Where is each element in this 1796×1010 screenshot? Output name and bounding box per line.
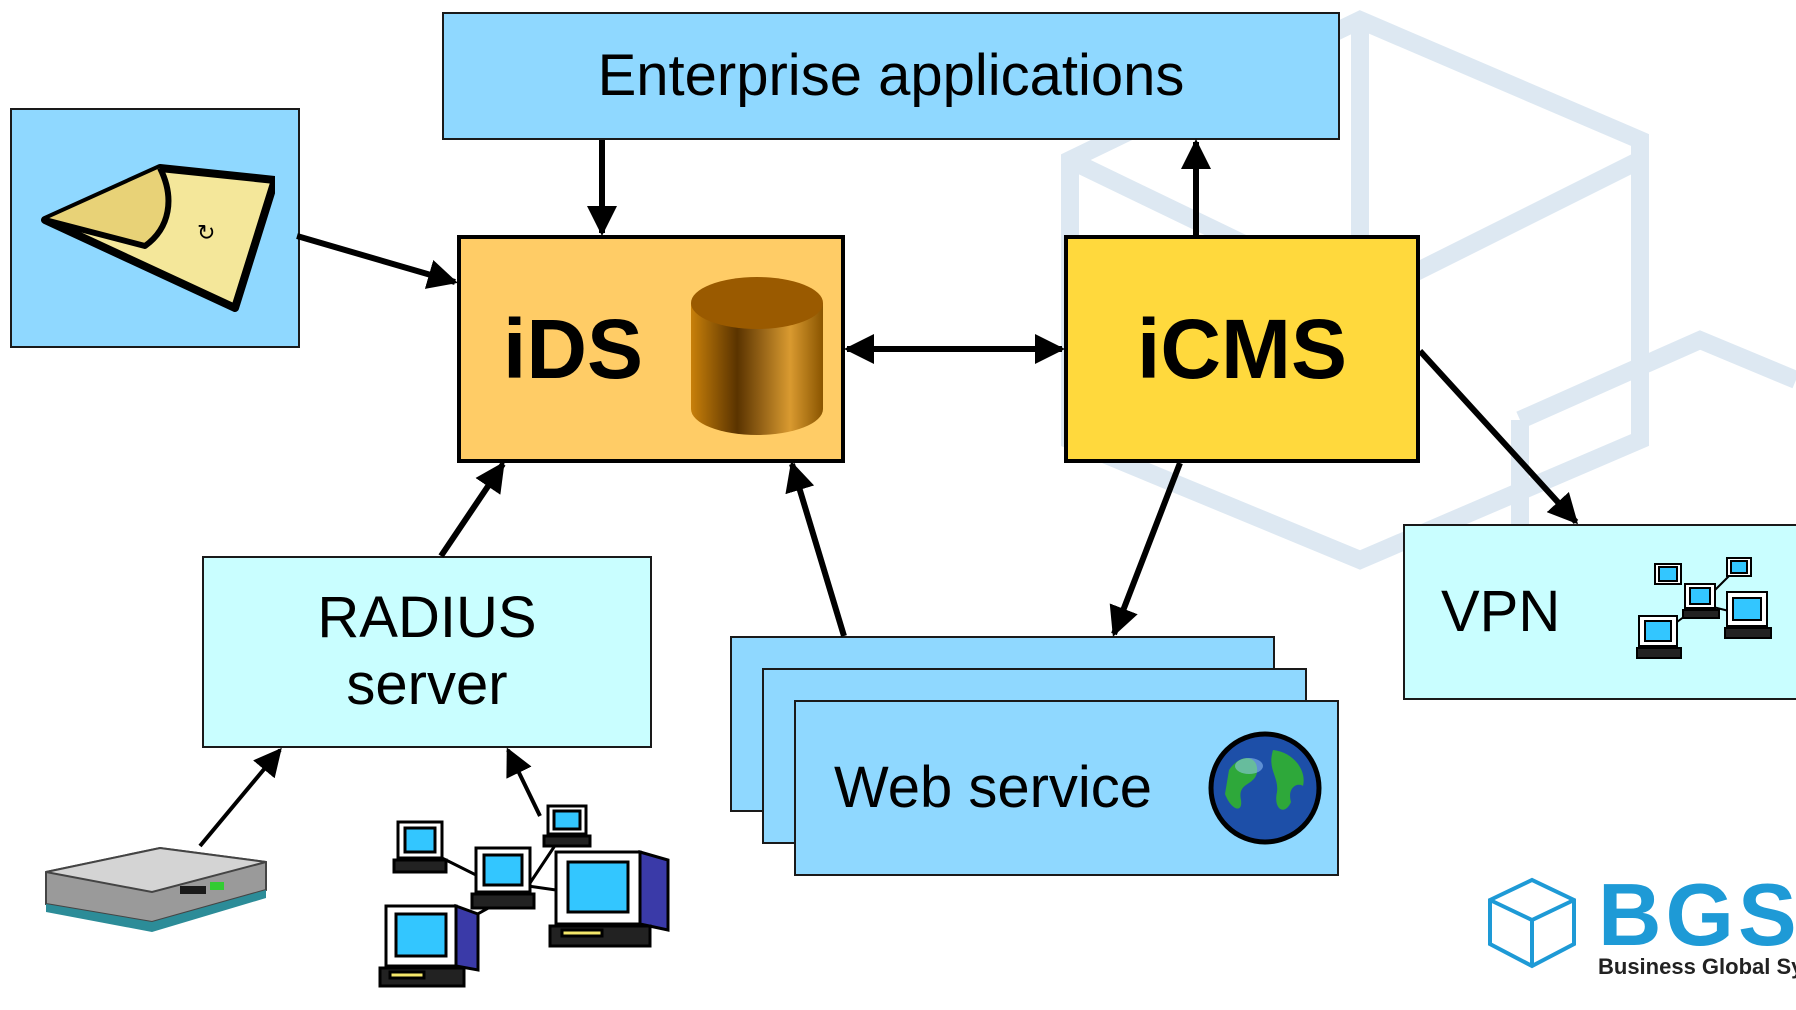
radius-label-line1: RADIUS <box>317 585 537 651</box>
ids-box[interactable]: iDS <box>457 235 845 463</box>
arrow-modem-to-radius <box>198 747 282 848</box>
radius-server-box[interactable]: RADIUS server <box>202 556 652 748</box>
vpn-label: VPN <box>1441 578 1561 644</box>
svg-text:↻: ↻ <box>197 221 215 246</box>
bgs-cube-logo-icon <box>1488 877 1576 969</box>
enterprise-applications-label: Enterprise applications <box>597 42 1185 108</box>
arrow-webservice-to-ids <box>785 461 847 637</box>
arrow-radius-to-ids <box>438 461 506 558</box>
email-source-box[interactable]: ↻ <box>10 108 300 348</box>
modem-device-icon <box>45 846 267 932</box>
radius-label-line2: server <box>346 652 508 717</box>
bgs-logo-name: BGS <box>1598 865 1796 964</box>
vpn-box[interactable]: VPN <box>1403 524 1796 700</box>
enterprise-applications-box[interactable]: Enterprise applications <box>442 12 1340 140</box>
network-computers-icon <box>1636 557 1772 659</box>
bgs-logo: BGS Business Global Syst <box>1478 865 1796 980</box>
arrow-computers-to-radius <box>506 747 542 817</box>
web-service-label: Web service <box>834 754 1153 820</box>
web-service-box[interactable]: Web service <box>794 700 1339 876</box>
email-envelope-icon: ↻ <box>41 164 275 312</box>
arrow-icms-to-vpn <box>1417 348 1579 525</box>
database-cylinder-icon <box>691 277 823 435</box>
arrow-email-to-ids <box>296 233 458 289</box>
arrow-icms-to-webservice <box>1109 461 1183 637</box>
icms-box[interactable]: iCMS <box>1064 235 1420 463</box>
globe-icon <box>1208 731 1322 845</box>
icms-label: iCMS <box>1137 301 1347 396</box>
ids-label: iDS <box>503 301 644 396</box>
bgs-logo-tagline: Business Global Syst <box>1598 954 1796 979</box>
network-computers-icon <box>378 804 670 988</box>
